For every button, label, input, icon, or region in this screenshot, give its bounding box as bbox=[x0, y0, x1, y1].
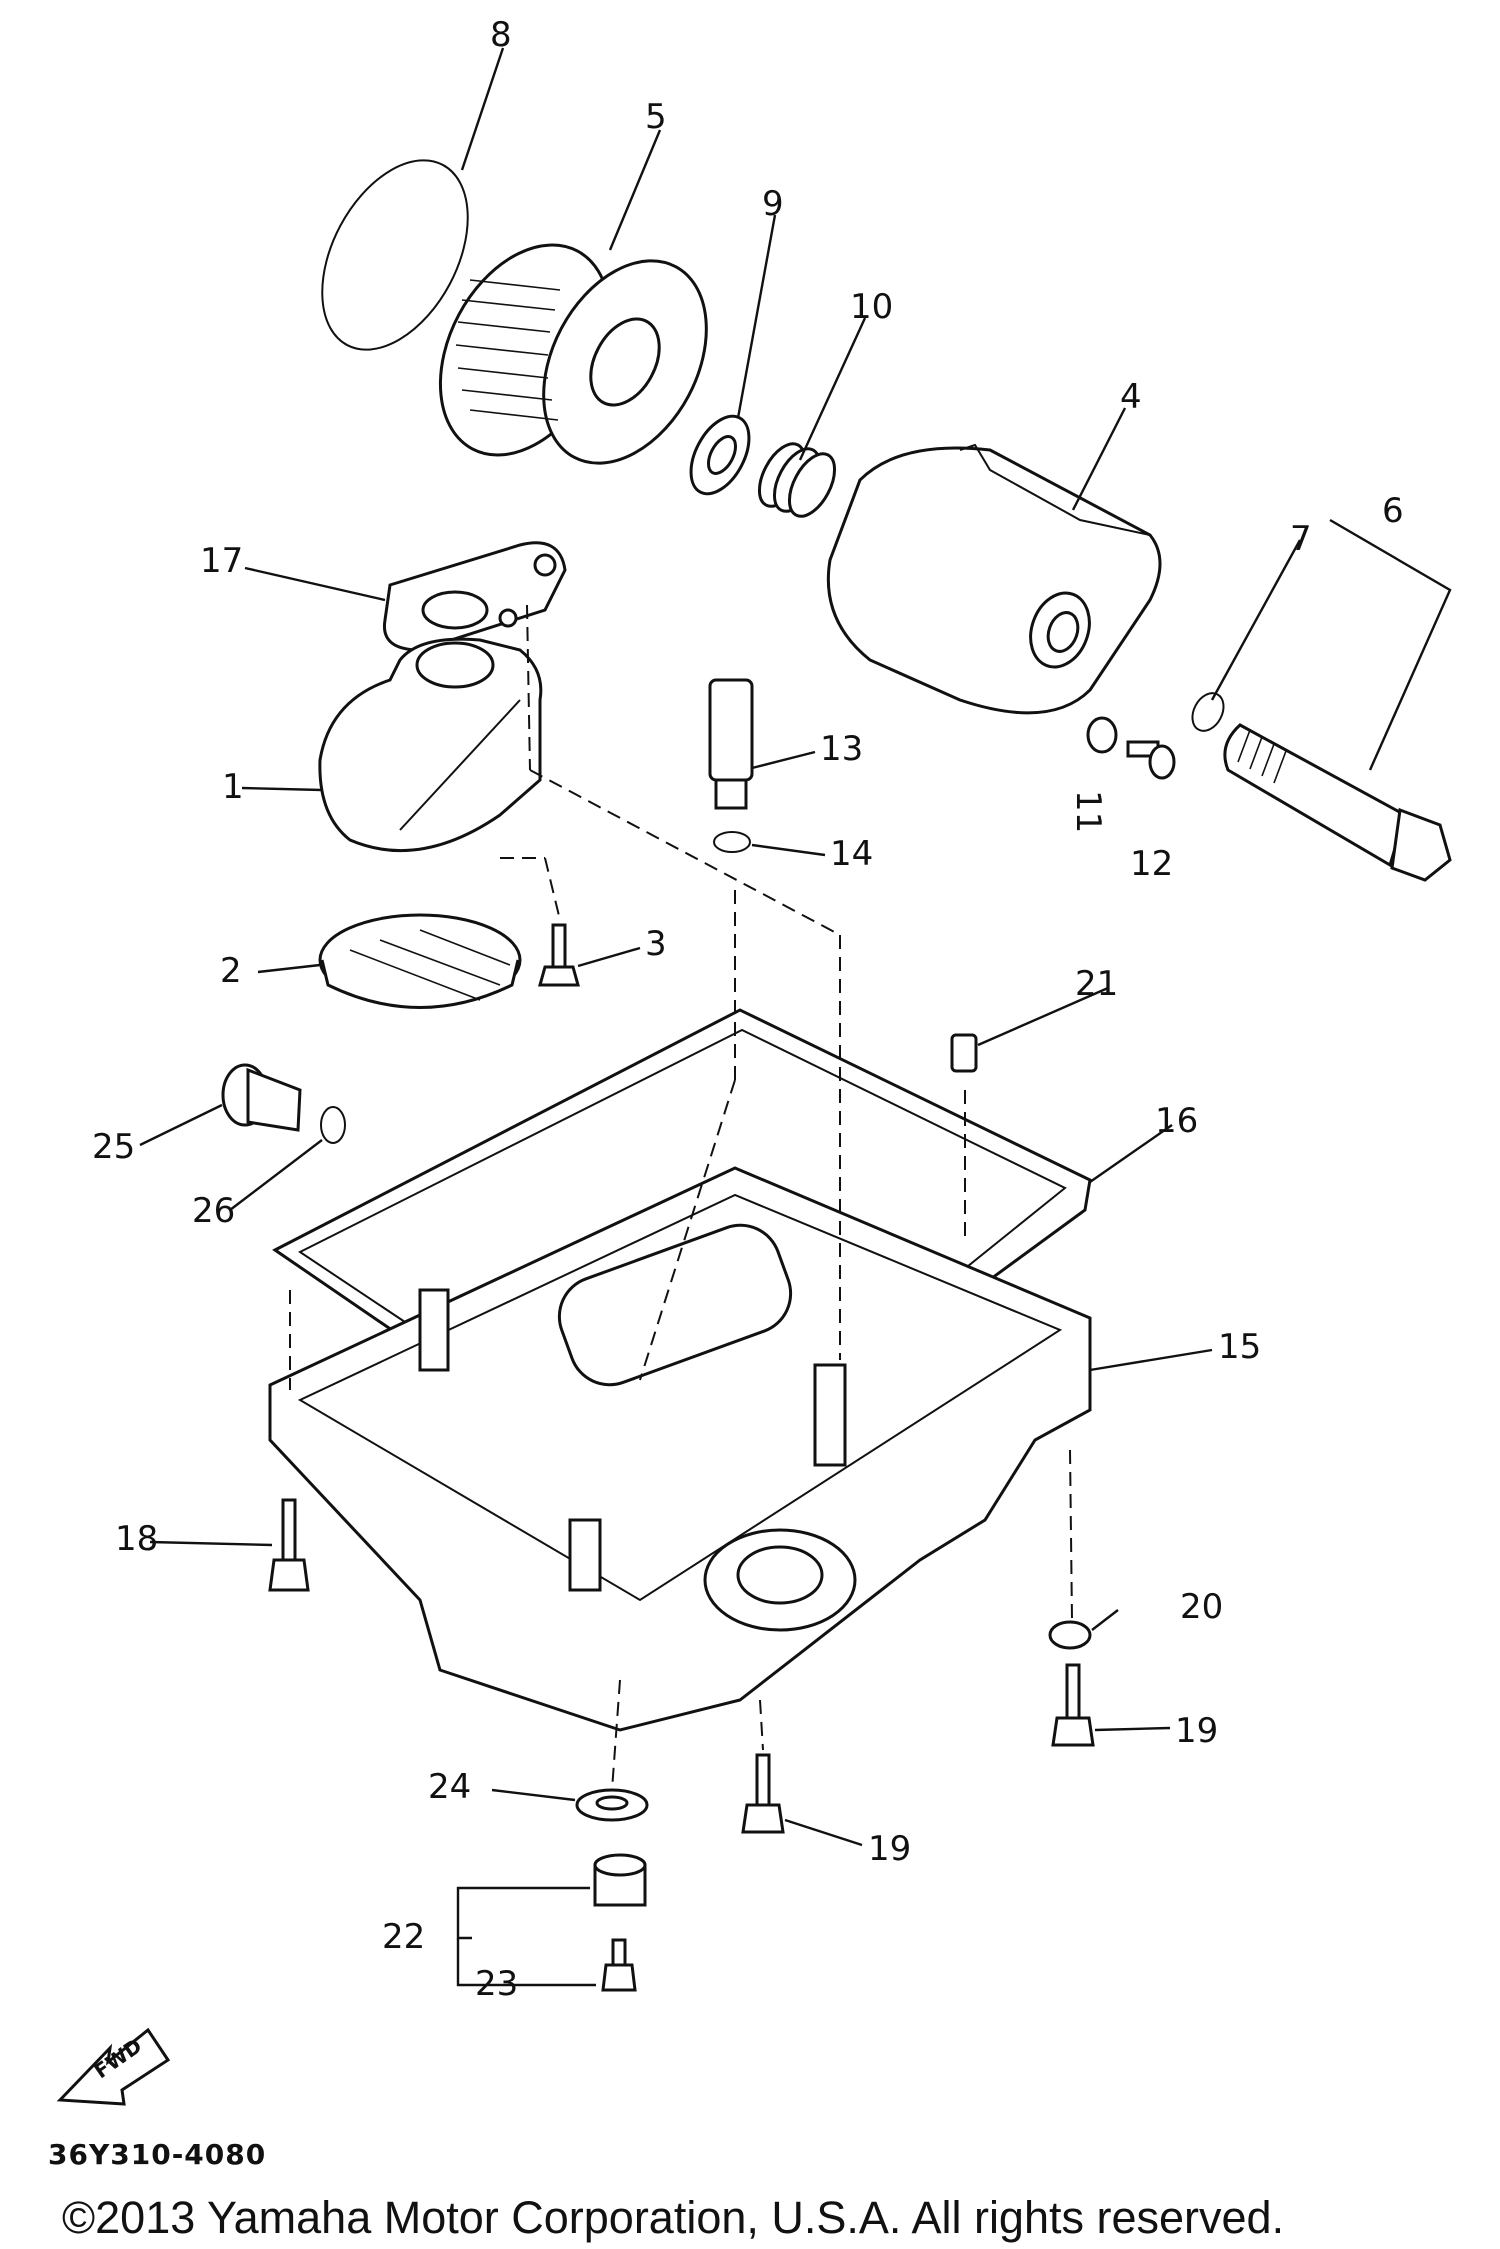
callout-10: 10 bbox=[850, 287, 893, 327]
callout-15: 15 bbox=[1218, 1327, 1261, 1367]
fwd-arrow-icon: FWD bbox=[56, 2027, 171, 2106]
callout-22: 22 bbox=[382, 1917, 425, 1957]
part-dowel-21 bbox=[950, 1033, 978, 1073]
callout-8: 8 bbox=[490, 15, 512, 55]
part-bolt-23 bbox=[601, 1938, 637, 1992]
callout-16: 16 bbox=[1155, 1101, 1198, 1141]
part-drain-plug-22 bbox=[593, 1853, 647, 1907]
part-oil-filter-5 bbox=[438, 243, 708, 465]
part-bolt-19-lower bbox=[741, 1753, 785, 1834]
callout-24: 24 bbox=[428, 1767, 471, 1807]
callout-18: 18 bbox=[115, 1519, 158, 1559]
callout-labels: 8 5 9 10 4 6 7 17 1 2 3 13 14 11 12 21 1… bbox=[92, 15, 1404, 2004]
part-o-ring-7 bbox=[1191, 692, 1225, 732]
part-pipe-13 bbox=[708, 678, 754, 810]
callout-26: 26 bbox=[192, 1191, 235, 1231]
part-oil-pan-15 bbox=[268, 1166, 1092, 1732]
diagram-code: 36Y310-4080 bbox=[48, 2138, 267, 2171]
leader-lines bbox=[139, 47, 1452, 1987]
callout-23: 23 bbox=[475, 1964, 518, 2004]
part-bolt-3 bbox=[538, 923, 580, 987]
part-spring-10 bbox=[757, 442, 837, 518]
part-bolt-19-right bbox=[1051, 1663, 1095, 1747]
callout-11: 11 bbox=[1068, 790, 1108, 833]
callout-21: 21 bbox=[1075, 964, 1118, 1004]
callout-13: 13 bbox=[820, 729, 863, 769]
part-strainer-2 bbox=[318, 913, 522, 1009]
callout-19-lower: 19 bbox=[868, 1829, 911, 1869]
part-bolt-18 bbox=[268, 1498, 310, 1592]
callout-20: 20 bbox=[1180, 1587, 1223, 1627]
callout-14: 14 bbox=[830, 834, 873, 874]
callout-6: 6 bbox=[1382, 491, 1404, 531]
part-plug-25 bbox=[221, 1063, 302, 1132]
part-washer-20 bbox=[1048, 1620, 1092, 1650]
part-strainer-housing-1 bbox=[318, 637, 543, 853]
callout-4: 4 bbox=[1120, 377, 1142, 417]
alignment-lines bbox=[289, 604, 1073, 1791]
callout-17: 17 bbox=[200, 541, 243, 581]
callout-19-right: 19 bbox=[1175, 1711, 1218, 1751]
callout-3: 3 bbox=[645, 924, 667, 964]
copyright-notice: ©2013 Yamaha Motor Corporation, U.S.A. A… bbox=[62, 2192, 1285, 2243]
part-nut-11 bbox=[1086, 716, 1118, 754]
callout-12: 12 bbox=[1130, 844, 1173, 884]
part-o-ring-14 bbox=[713, 831, 751, 853]
callout-5: 5 bbox=[645, 97, 667, 137]
part-o-ring-8 bbox=[321, 159, 469, 351]
part-screw-12 bbox=[1126, 740, 1176, 780]
part-filter-cover-4 bbox=[826, 443, 1162, 715]
part-o-ring-26 bbox=[320, 1106, 346, 1144]
part-washer-24 bbox=[575, 1788, 649, 1822]
part-bolt-6 bbox=[1223, 723, 1452, 882]
part-gasket-17 bbox=[382, 541, 567, 652]
callout-7: 7 bbox=[1290, 519, 1312, 559]
part-washer-9 bbox=[689, 414, 751, 496]
callout-9: 9 bbox=[762, 184, 784, 224]
callout-1: 1 bbox=[222, 767, 244, 807]
callout-2: 2 bbox=[220, 951, 242, 991]
callout-25: 25 bbox=[92, 1127, 135, 1167]
